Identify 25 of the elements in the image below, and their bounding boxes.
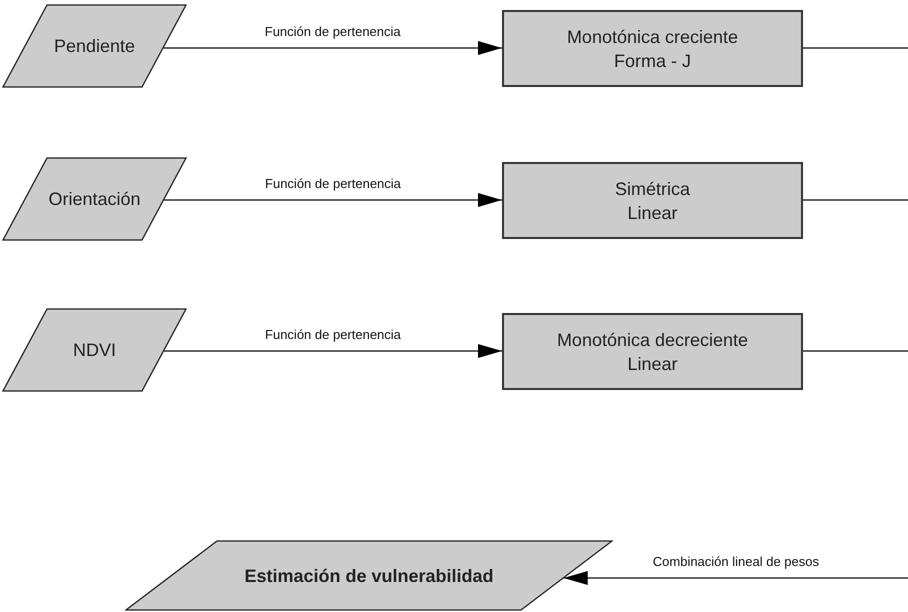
data-parallelogram <box>125 540 613 611</box>
node-text: Simétrica <box>614 178 690 200</box>
node-text: NDVI <box>72 339 116 362</box>
node-text: Forma - J <box>614 50 691 72</box>
node-text: Estimación de vulnerabilidad <box>244 564 494 588</box>
arrow <box>164 193 502 207</box>
edge-label: Función de pertenencia <box>262 24 403 40</box>
arrow <box>564 571 908 585</box>
edge-label: Combinación lineal de pesos <box>650 554 821 570</box>
arrow <box>164 344 502 358</box>
node-text: Monotónica decreciente <box>556 328 748 352</box>
edge-label: Función de pertenencia <box>263 176 403 192</box>
process-box <box>502 313 803 390</box>
node-text: Linear <box>627 202 678 224</box>
data-parallelogram <box>2 308 187 392</box>
edge-label: Función de pertenencia <box>263 327 403 343</box>
process-box <box>502 10 803 87</box>
node-text: Linear <box>627 352 678 376</box>
node-text: Orientación <box>48 188 141 211</box>
node-text: Pendiente <box>54 35 136 58</box>
node-text: Monotónica creciente <box>566 26 738 48</box>
data-parallelogram <box>2 4 187 88</box>
process-box <box>502 162 803 239</box>
arrow <box>163 41 502 55</box>
data-parallelogram <box>2 157 187 241</box>
